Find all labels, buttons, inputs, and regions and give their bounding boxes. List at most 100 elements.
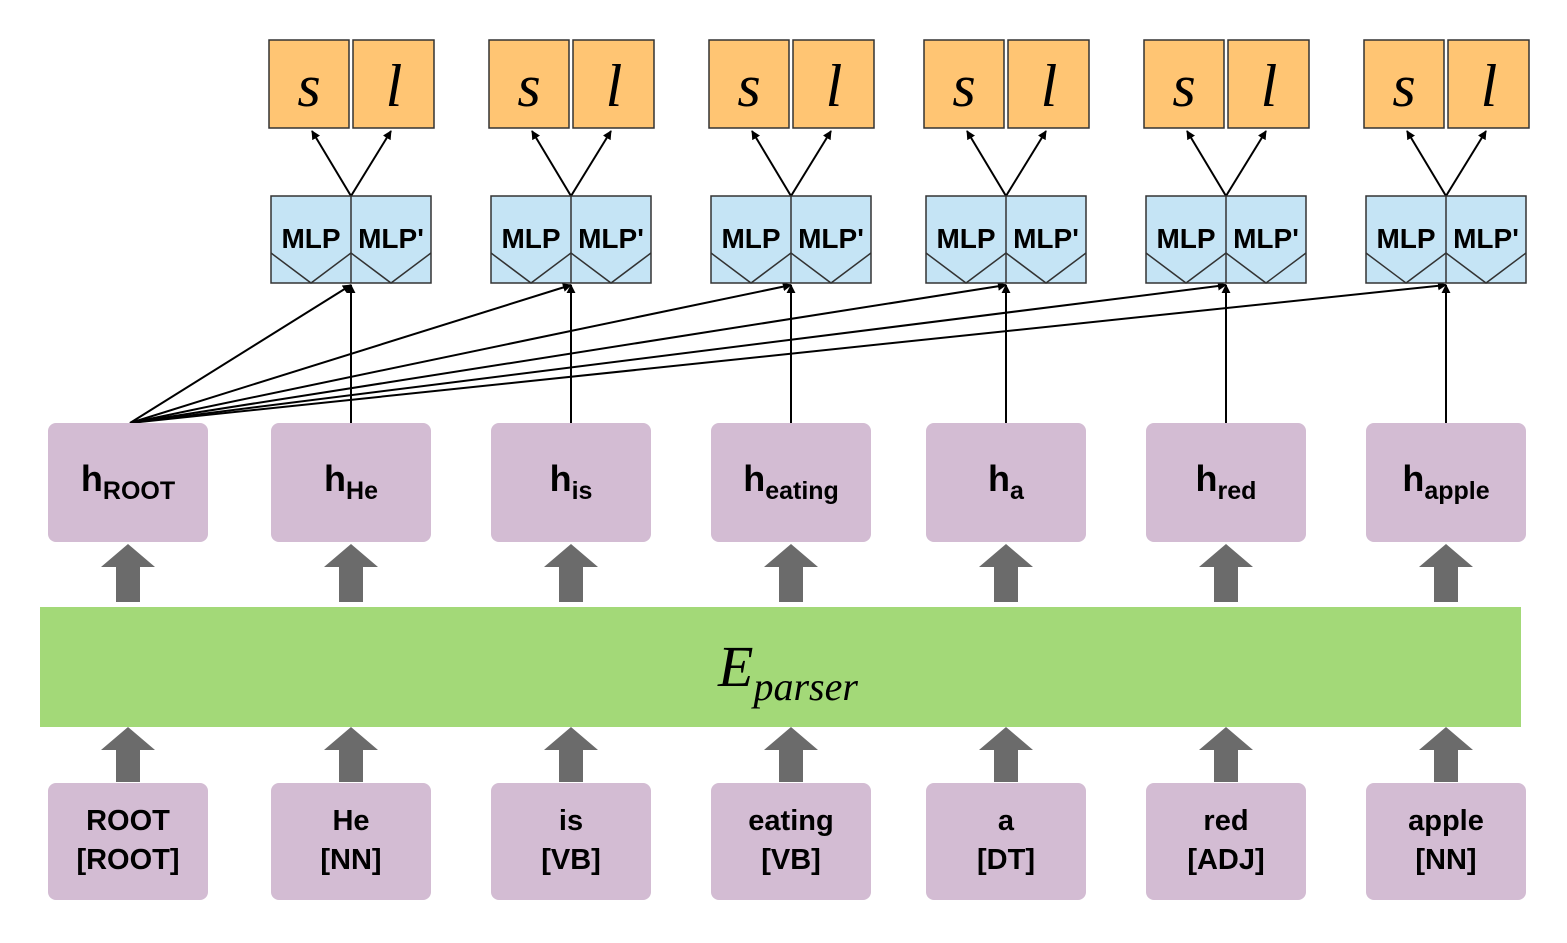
label-box: l (572, 39, 655, 129)
token-word: ROOT (86, 805, 170, 837)
token-word: eating (748, 805, 833, 837)
score-arrow (751, 130, 792, 197)
label-symbol: l (1041, 53, 1058, 119)
label-symbol: l (826, 53, 843, 119)
mlp-right-label: MLP' (1453, 223, 1519, 254)
root-connection-line (129, 282, 792, 424)
root-connection-line (129, 281, 1447, 424)
hidden-state-label: his (550, 458, 593, 505)
encoder-input-arrow (979, 727, 1033, 782)
label-box: l (1447, 39, 1530, 129)
hidden-state-box: hred (1146, 423, 1306, 542)
token-tag: [NN] (320, 844, 381, 876)
encoder-input-arrow (324, 727, 378, 782)
encoder-output-arrow (544, 544, 598, 602)
hidden-states: hROOT hHe his heating ha hred happle (48, 423, 1526, 542)
label-arrow (790, 130, 832, 197)
connection-arrows (129, 130, 1487, 424)
score-arrow (966, 130, 1007, 197)
mlp-right-label: MLP' (1233, 223, 1299, 254)
input-token-box: is[VB] (491, 783, 651, 900)
label-box: l (1227, 39, 1310, 129)
input-token-box: eating[VB] (711, 783, 871, 900)
encoder-input-arrow (101, 727, 155, 782)
input-token-box: ROOT[ROOT] (48, 783, 208, 900)
token-word: red (1203, 805, 1248, 837)
encoder-output-arrow (101, 544, 155, 602)
mlp-left-label: MLP (1376, 223, 1435, 254)
token-word: apple (1408, 805, 1484, 837)
hidden-state-box: hHe (271, 423, 431, 542)
hidden-state-box: hROOT (48, 423, 208, 542)
label-box: l (1007, 39, 1090, 129)
mlp-right-label: MLP' (578, 223, 644, 254)
root-connection-line (129, 281, 1227, 424)
hidden-state-label: hred (1196, 458, 1257, 505)
mlp-block: MLP MLP' (925, 195, 1087, 284)
input-token-box: red[ADJ] (1146, 783, 1306, 900)
mlp-left-label: MLP (501, 223, 560, 254)
mlp-right-label: MLP' (798, 223, 864, 254)
mlp-left-label: MLP (721, 223, 780, 254)
mlp-right-label: MLP' (1013, 223, 1079, 254)
mlp-right-label: MLP' (358, 223, 424, 254)
score-box: s (268, 39, 350, 129)
token-word: a (998, 805, 1015, 837)
mlp-left-label: MLP (936, 223, 995, 254)
hidden-state-box: his (491, 423, 651, 542)
encoder-input-arrow (1419, 727, 1473, 782)
encoder-output-arrow (324, 544, 378, 602)
root-connection-line (129, 284, 352, 424)
encoder-input-arrow (764, 727, 818, 782)
token-word: He (332, 805, 369, 837)
input-tokens: ROOT[ROOT] He [NN] is[VB] eating[VB] a [DT] red… (48, 783, 1526, 900)
label-arrow (350, 130, 392, 197)
mlp-block: MLP MLP' (710, 195, 872, 284)
score-symbol: s (1392, 53, 1415, 119)
score-arrow (1186, 130, 1227, 197)
hidden-state-label: hHe (324, 458, 378, 505)
hidden-state-label: heating (743, 458, 839, 505)
encoder-output-arrow (1419, 544, 1473, 602)
token-word: is (559, 805, 583, 837)
hidden-state-label: happle (1402, 458, 1489, 505)
label-box: l (792, 39, 875, 129)
input-token-box: apple [NN] (1366, 783, 1526, 900)
score-box: s (1143, 39, 1225, 129)
label-symbol: l (1481, 53, 1498, 119)
mlp-left-label: MLP (281, 223, 340, 254)
encoder-input-arrow (1199, 727, 1253, 782)
label-box: l (352, 39, 435, 129)
label-symbol: l (1261, 53, 1278, 119)
score-arrow (1406, 130, 1447, 197)
mlp-block: MLP MLP' (1365, 195, 1527, 284)
hidden-state-label: ha (988, 458, 1025, 505)
hidden-state-box: heating (711, 423, 871, 542)
score-box: s (923, 39, 1005, 129)
input-token-box: He [NN] (271, 783, 431, 900)
input-token-box: a [DT] (926, 783, 1086, 900)
root-connection-line (129, 281, 1007, 424)
mlp-block: MLP MLP' (270, 195, 432, 284)
token-tag: [NN] (1415, 844, 1476, 876)
encoder-output-arrow (979, 544, 1033, 602)
label-symbol: l (606, 53, 623, 119)
encoder-bar (40, 607, 1521, 727)
label-arrow (1005, 130, 1047, 197)
score-box: s (488, 39, 570, 129)
score-symbol: s (297, 53, 320, 119)
score-arrow (311, 130, 352, 197)
token-tag: [DT] (977, 844, 1035, 876)
score-box: s (708, 39, 790, 129)
hidden-state-box: ha (926, 423, 1086, 542)
hidden-state-box: happle (1366, 423, 1526, 542)
mlp-block: MLP MLP' (490, 195, 652, 284)
